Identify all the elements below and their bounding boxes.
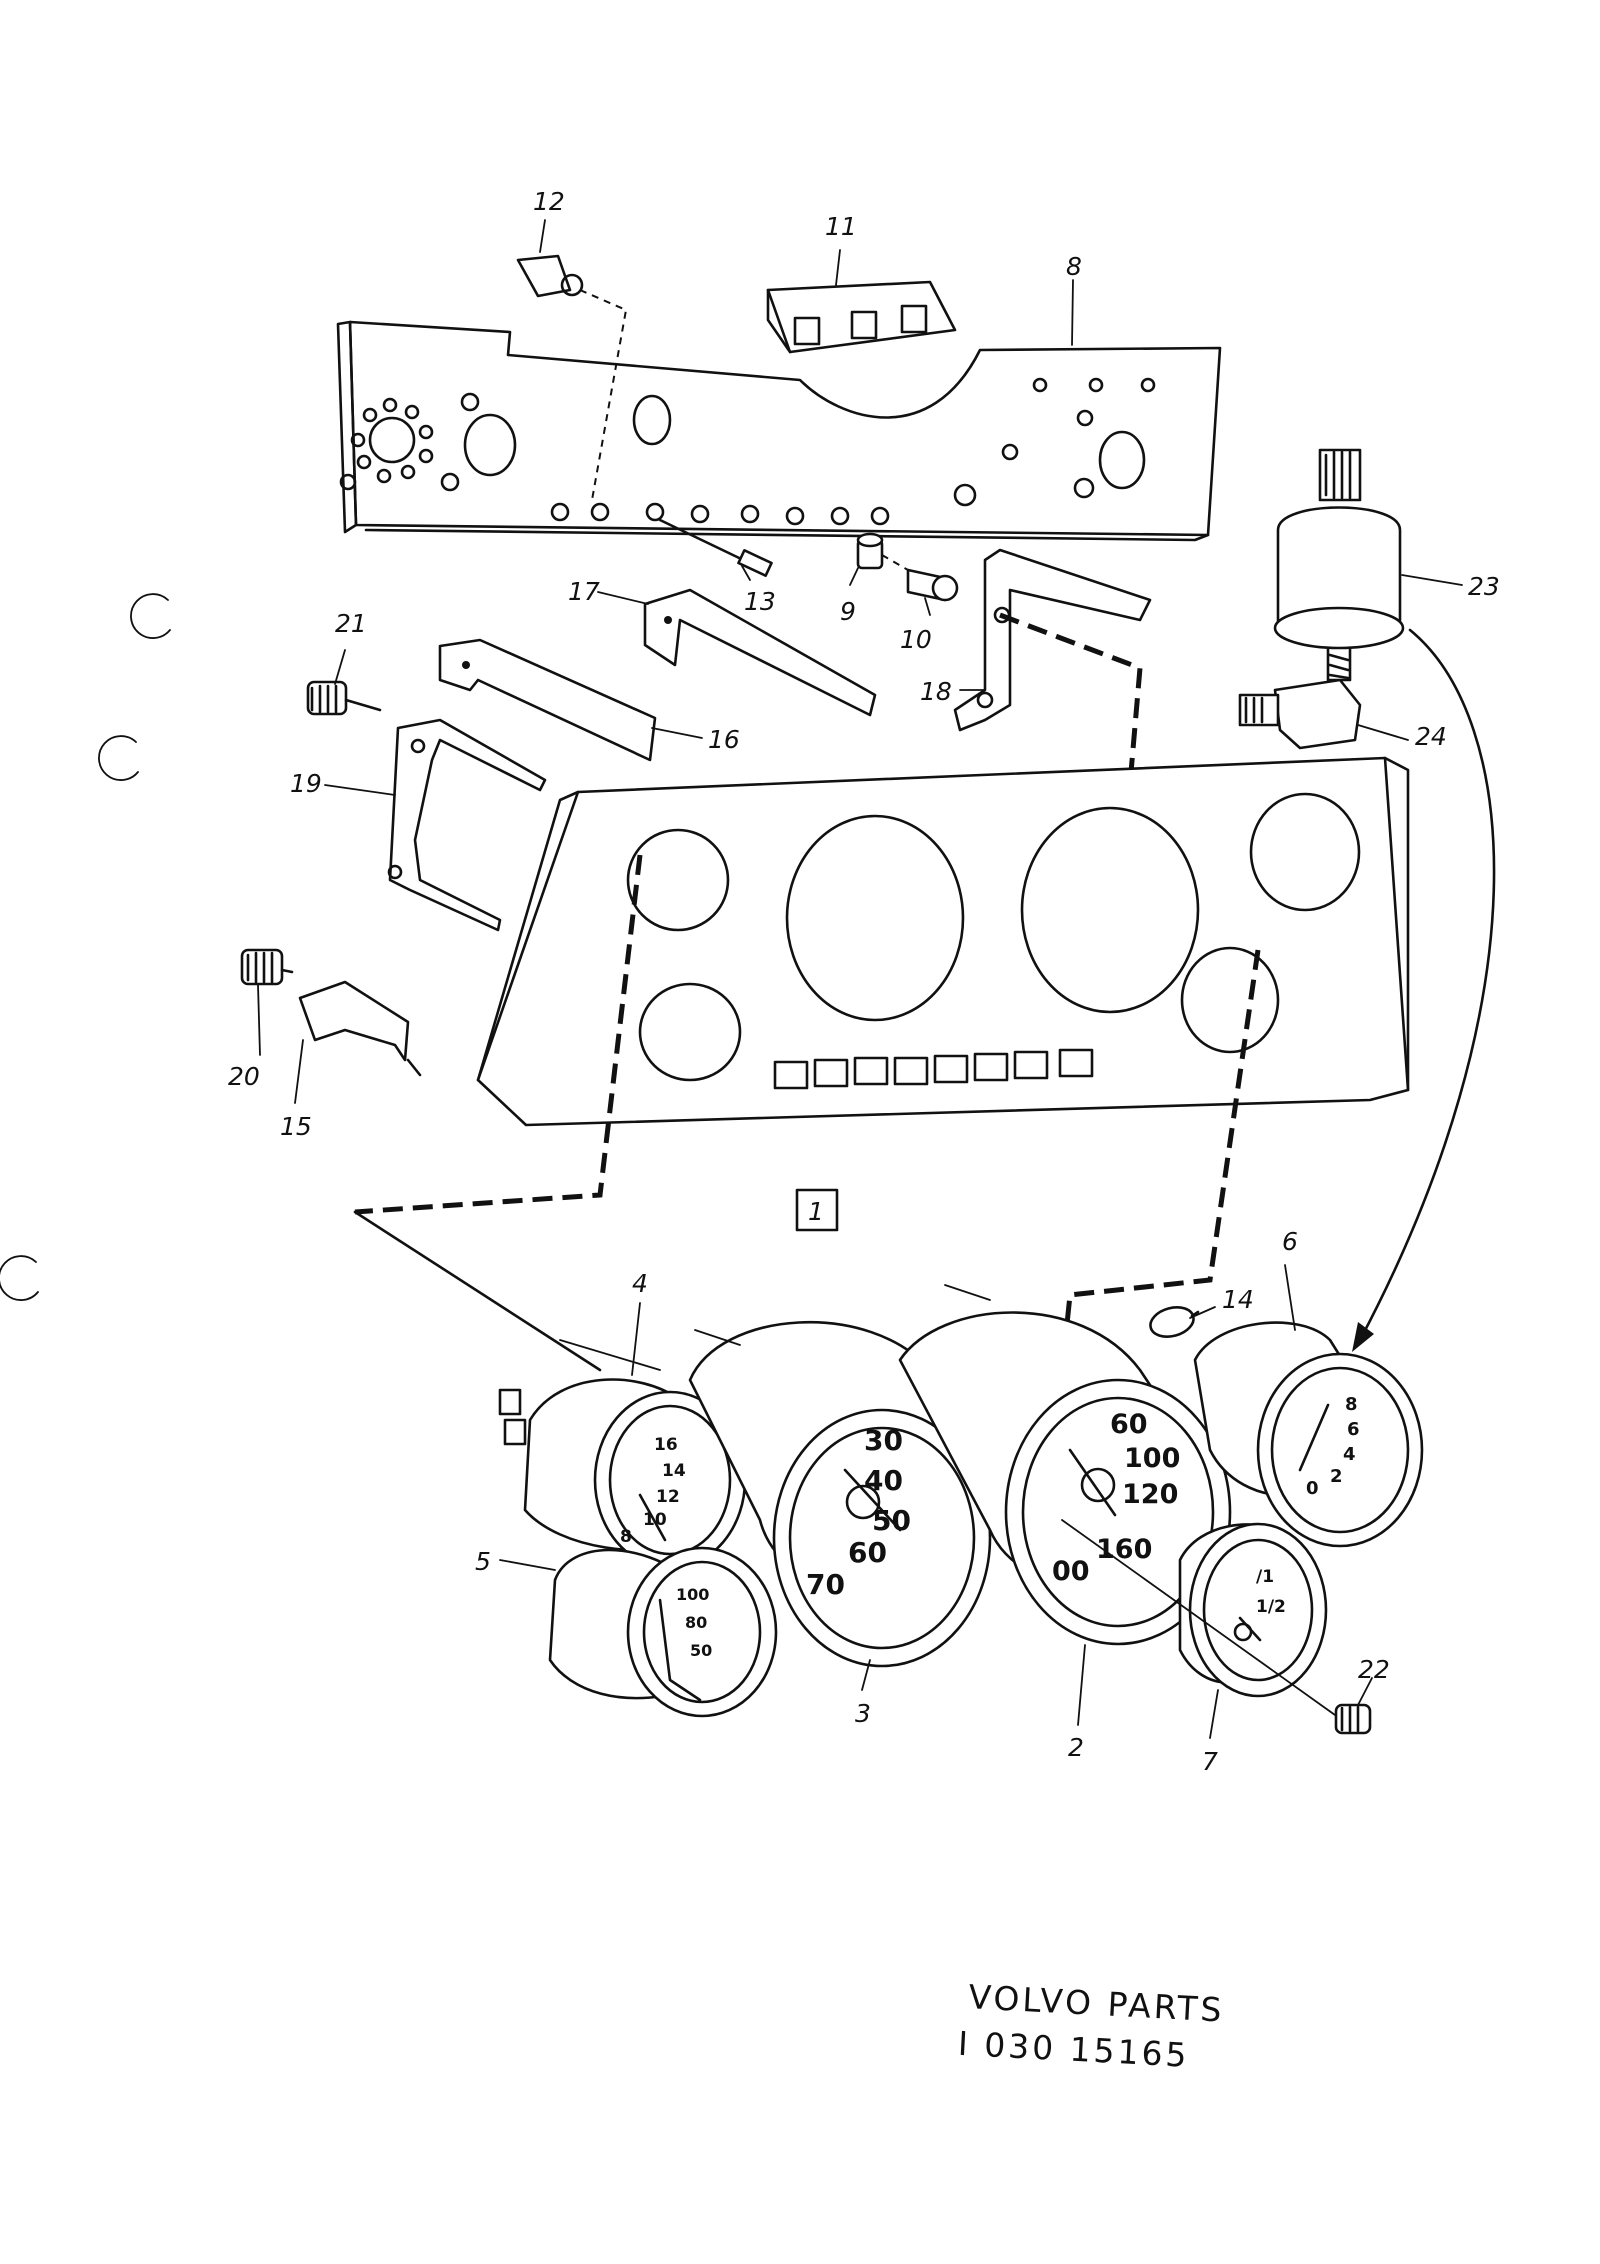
gauge-2-mark: 00 — [1052, 1556, 1090, 1587]
part-label-20: 20 — [228, 1062, 260, 1091]
gauge-3-mark: 30 — [864, 1424, 903, 1457]
gauge-3-mark: 60 — [848, 1536, 887, 1569]
part-number-labels: 12 11 8 23 13 9 10 17 21 16 18 24 19 20 … — [228, 187, 1500, 1776]
gauge-7-mark: 1/2 — [1256, 1597, 1286, 1617]
gauge-4-mark: 12 — [656, 1487, 680, 1507]
gauge-7-scale: /1 1/2 — [1256, 1567, 1286, 1617]
part-label-2: 2 — [1068, 1733, 1084, 1762]
part-label-15: 15 — [280, 1112, 312, 1141]
oil-pressure-gauge-part-6 — [1193, 1321, 1424, 1548]
gauge-3-mark: 70 — [806, 1568, 845, 1601]
gauge-2-mark: 160 — [1096, 1534, 1152, 1565]
footer-line-1: VOLVO PARTS — [968, 1977, 1226, 2029]
switch-block-part-11 — [766, 280, 957, 354]
binder-holes — [0, 593, 171, 1301]
gauge-7-mark: /1 — [1256, 1567, 1274, 1587]
upper-panel-part-8 — [336, 320, 1222, 542]
gauge-6-scale: 8 6 4 2 0 — [1306, 1394, 1360, 1499]
part-label-4: 4 — [632, 1269, 648, 1298]
part-label-7: 7 — [1202, 1747, 1218, 1776]
part-label-23: 23 — [1468, 572, 1500, 601]
gauge-6-mark: 6 — [1347, 1419, 1360, 1440]
gauge-5-mark: 50 — [690, 1641, 712, 1660]
part-label-21: 21 — [335, 609, 367, 638]
part-label-1: 1 — [808, 1197, 824, 1226]
clip-part-15 — [298, 980, 422, 1077]
gauge-5-mark: 80 — [685, 1613, 707, 1632]
assembly-line-left — [354, 854, 643, 1215]
gauge-2-mark: 120 — [1122, 1479, 1178, 1510]
housing-box-label — [795, 1188, 839, 1232]
bracket-part-19 — [387, 718, 547, 932]
part-label-9: 9 — [840, 597, 856, 626]
gauge-4-mark: 10 — [643, 1510, 667, 1530]
part-label-8: 8 — [1066, 252, 1082, 281]
gauge-4-mark: 14 — [662, 1461, 686, 1481]
bulb-part-14 — [1149, 1306, 1200, 1338]
gauge-2-mark: 100 — [1124, 1443, 1180, 1474]
gauge-6-mark: 2 — [1330, 1466, 1343, 1487]
gauge-6-mark: 4 — [1343, 1444, 1356, 1465]
speedometer-gauge-part-2 — [898, 1284, 1232, 1646]
part-label-22: 22 — [1358, 1655, 1390, 1684]
gauge-3-mark: 40 — [864, 1464, 903, 1497]
knob-part-22 — [1061, 1519, 1372, 1735]
bushing-part-9 — [856, 532, 884, 570]
gauge-6-mark: 0 — [1306, 1478, 1319, 1499]
gauge-4-mark: 16 — [654, 1435, 678, 1455]
leader-housing — [353, 1210, 602, 1372]
gauge-4-mark: 8 — [620, 1527, 632, 1547]
gauge-3-mark: 50 — [872, 1504, 911, 1537]
bracket-part-16 — [438, 638, 657, 762]
connector-part-12 — [516, 254, 628, 501]
part-label-24: 24 — [1415, 722, 1447, 751]
part-label-18: 18 — [920, 677, 952, 706]
footer-line-2: I 030 15165 — [957, 2024, 1190, 2075]
part-label-13: 13 — [744, 587, 776, 616]
knob-part-21 — [306, 680, 382, 716]
gauge-6-mark: 8 — [1345, 1394, 1358, 1415]
gauge-2-mark: 60 — [1110, 1409, 1148, 1440]
knob-part-20 — [240, 948, 294, 986]
part-label-12: 12 — [533, 187, 565, 216]
screw-part-13 — [658, 518, 773, 577]
leader-lines — [257, 219, 1463, 1739]
part-label-10: 10 — [900, 625, 932, 654]
gauge-5-mark: 100 — [676, 1585, 709, 1604]
gauge-part-5 — [548, 1546, 778, 1718]
part-label-14: 14 — [1222, 1285, 1254, 1314]
part-label-3: 3 — [855, 1699, 871, 1728]
bushing-part-10 — [881, 554, 959, 602]
adapter-part-24 — [1238, 678, 1362, 750]
oil-pressure-sender-part-23 — [1273, 448, 1405, 682]
part-label-11: 11 — [825, 212, 857, 241]
part-label-19: 19 — [290, 769, 322, 798]
connection-arrow — [1352, 628, 1496, 1352]
part-label-5: 5 — [475, 1547, 491, 1576]
part-label-17: 17 — [568, 577, 600, 606]
gauge-2-scale: 60 100 120 160 00 — [1052, 1409, 1180, 1587]
panel-screws — [550, 502, 890, 526]
gauge-3-scale: 30 40 50 60 70 — [806, 1424, 911, 1601]
bracket-part-17 — [643, 588, 877, 717]
part-label-6: 6 — [1282, 1227, 1298, 1256]
gauge-5-scale: 100 80 50 — [676, 1585, 712, 1660]
gauge-4-scale: 16 14 12 10 8 — [620, 1435, 686, 1547]
fuel-gauge-part-7 — [1178, 1522, 1328, 1698]
part-label-16: 16 — [708, 725, 740, 754]
instrument-housing-part-1 — [476, 756, 1410, 1127]
footer-part-number: VOLVO PARTS I 030 15165 — [957, 1977, 1226, 2075]
tachometer-gauge-part-3 — [688, 1321, 992, 1668]
